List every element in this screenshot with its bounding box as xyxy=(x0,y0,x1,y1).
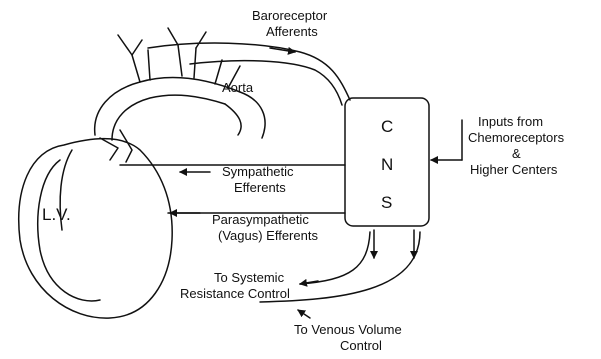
aorta-descending-outer xyxy=(240,92,265,138)
aorta-label: Aorta xyxy=(222,80,254,95)
branch-middle xyxy=(178,45,196,78)
venous-label-1: To Venous Volume xyxy=(294,322,402,337)
cns-letter-s: S xyxy=(381,193,392,212)
aorta-outer xyxy=(95,77,240,135)
inputs-label-1: Inputs from xyxy=(478,114,543,129)
lv-label: L.V. xyxy=(42,205,71,224)
venous-label-2: Control xyxy=(340,338,382,353)
systemic-label-1: To Systemic xyxy=(214,270,285,285)
inputs-label-4: Higher Centers xyxy=(470,162,558,177)
sympathetic-label-2: Efferents xyxy=(234,180,286,195)
branch-left-tip xyxy=(118,35,142,55)
baroreceptor-label-2: Afferents xyxy=(266,24,318,39)
heart-wall xyxy=(38,160,100,301)
inputs-label-2: Chemoreceptors xyxy=(468,130,565,145)
cns-letter-c: C xyxy=(381,117,393,136)
inputs-label-3: & xyxy=(512,146,521,161)
aorta-inner xyxy=(112,95,225,140)
baroreceptor-label-1: Baroreceptor xyxy=(252,8,328,23)
sympathetic-label-1: Sympathetic xyxy=(222,164,294,179)
venous-pointer xyxy=(298,310,310,318)
aorta-descending xyxy=(225,104,241,135)
parasympathetic-label-2: (Vagus) Efferents xyxy=(218,228,318,243)
aortic-valve xyxy=(100,130,132,162)
parasympathetic-label-1: Parasympathetic xyxy=(212,212,309,227)
cns-letter-n: N xyxy=(381,155,393,174)
branch-left xyxy=(132,50,150,82)
systemic-label-2: Resistance Control xyxy=(180,286,290,301)
